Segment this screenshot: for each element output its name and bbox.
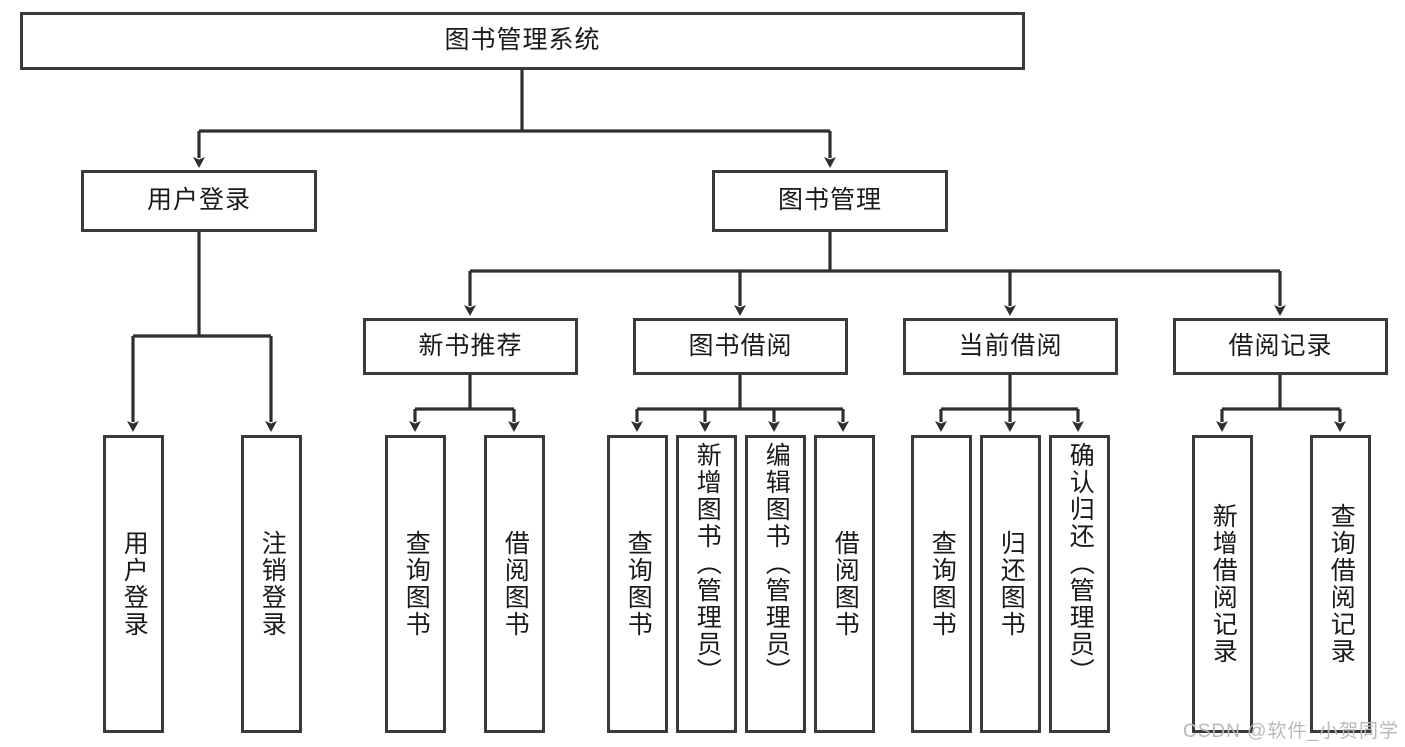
node-label: 借阅图书 <box>831 530 860 638</box>
leaf-text-wrap: 查询借阅记录 <box>1313 438 1368 730</box>
leaf-text-wrap: 借阅图书 <box>817 438 872 730</box>
leaf-text-wrap: 查询图书 <box>914 438 969 730</box>
leaf-book-borrow-add[interactable]: 新增图书（管理员） <box>676 435 737 733</box>
node-label: 当前借阅 <box>958 331 1063 360</box>
leaf-new-book-query[interactable]: 查询图书 <box>385 435 446 733</box>
leaf-text-wrap: 注销登录 <box>244 438 299 730</box>
node-label: 借阅图书 <box>501 530 530 638</box>
node-root-system[interactable]: 图书管理系统 <box>20 12 1025 70</box>
node-book-management[interactable]: 图书管理 <box>712 170 948 232</box>
node-label: 用户登录 <box>146 186 251 215</box>
leaf-text-wrap: 用户登录 <box>106 438 161 730</box>
leaf-current-borrow-confirm-return[interactable]: 确认归还（管理员） <box>1049 435 1110 733</box>
leaf-current-borrow-query[interactable]: 查询图书 <box>911 435 972 733</box>
node-label: 图书管理 <box>777 186 882 215</box>
node-label: 查询图书 <box>624 530 653 638</box>
leaf-borrow-record-add[interactable]: 新增借阅记录 <box>1192 435 1253 733</box>
leaf-book-borrow-edit[interactable]: 编辑图书（管理员） <box>745 435 806 733</box>
node-current-borrow[interactable]: 当前借阅 <box>903 318 1118 375</box>
node-label: 新增借阅记录 <box>1209 503 1238 665</box>
node-label: 查询图书 <box>928 530 957 638</box>
node-label: 归还图书 <box>997 530 1026 638</box>
node-book-borrow[interactable]: 图书借阅 <box>633 318 848 375</box>
leaf-text-wrap: 新增借阅记录 <box>1195 438 1250 730</box>
leaf-text-wrap: 编辑图书（管理员） <box>748 438 803 730</box>
node-label: 图书管理系统 <box>444 26 601 55</box>
leaf-text-wrap: 查询图书 <box>610 438 665 730</box>
leaf-borrow-record-query[interactable]: 查询借阅记录 <box>1310 435 1371 733</box>
node-label: 用户登录 <box>120 530 149 638</box>
leaf-text-wrap: 归还图书 <box>983 438 1038 730</box>
leaf-book-borrow-borrow[interactable]: 借阅图书 <box>814 435 875 733</box>
leaf-current-borrow-return[interactable]: 归还图书 <box>980 435 1041 733</box>
leaf-text-wrap: 新增图书（管理员） <box>679 438 734 730</box>
node-label: 借阅记录 <box>1228 331 1333 360</box>
leaf-text-wrap: 确认归还（管理员） <box>1052 438 1107 730</box>
node-label: 图书借阅 <box>688 331 793 360</box>
node-borrow-records[interactable]: 借阅记录 <box>1173 318 1388 375</box>
leaf-text-wrap: 借阅图书 <box>487 438 542 730</box>
node-label: 注销登录 <box>258 530 287 638</box>
watermark-text: CSDN @软件_小贺同学 <box>1183 721 1399 742</box>
leaf-user-login-logout[interactable]: 注销登录 <box>241 435 302 733</box>
node-label: 编辑图书（管理员） <box>762 442 791 685</box>
node-label: 查询图书 <box>402 530 431 638</box>
node-label: 新增图书（管理员） <box>693 442 722 685</box>
node-label: 新书推荐 <box>418 331 523 360</box>
leaf-new-book-borrow[interactable]: 借阅图书 <box>484 435 545 733</box>
node-label: 查询借阅记录 <box>1327 503 1356 665</box>
leaf-user-login-login[interactable]: 用户登录 <box>103 435 164 733</box>
node-new-book-recommend[interactable]: 新书推荐 <box>363 318 578 375</box>
leaf-text-wrap: 查询图书 <box>388 438 443 730</box>
node-user-login[interactable]: 用户登录 <box>81 170 317 232</box>
leaf-book-borrow-query[interactable]: 查询图书 <box>607 435 668 733</box>
node-label: 确认归还（管理员） <box>1066 442 1095 685</box>
